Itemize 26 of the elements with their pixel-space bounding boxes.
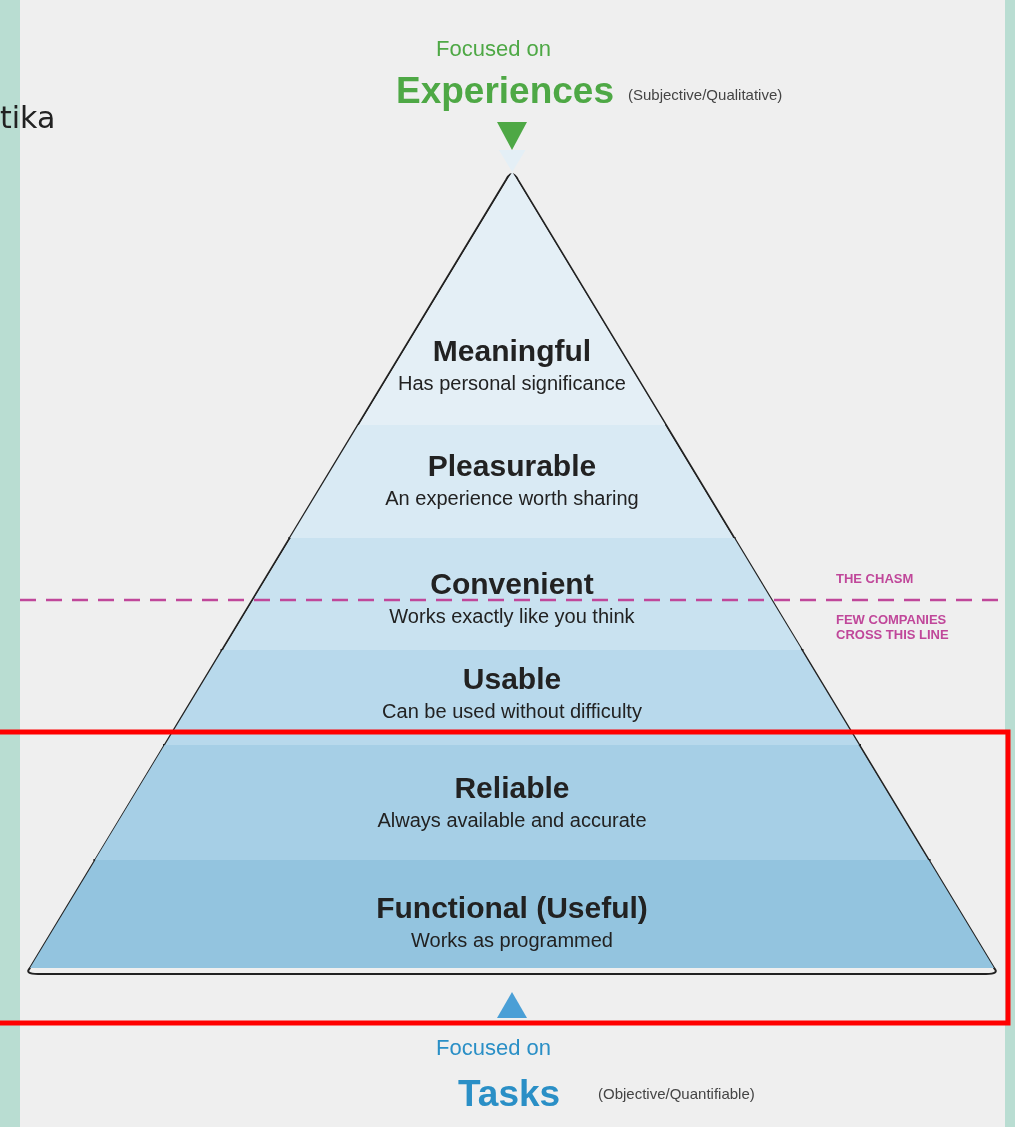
level-title: Usable <box>462 662 562 696</box>
caption-text: Focused on <box>436 36 551 62</box>
caption-text: tika <box>0 100 56 135</box>
level-description: Works exactly like you think <box>389 605 635 628</box>
pyramid-level <box>30 860 994 968</box>
level-description: Has personal significance <box>398 372 626 395</box>
level-description: Can be used without difficulty <box>382 700 642 723</box>
caption-text: (Subjective/Qualitative) <box>628 86 783 103</box>
pyramid-level <box>222 538 802 650</box>
level-description: Works as programmed <box>411 929 613 952</box>
heading-text: Experiences <box>396 70 615 112</box>
level-title: Functional (Useful) <box>376 891 648 925</box>
level-title: Pleasurable <box>427 449 597 483</box>
annotation-text: THE CHASM <box>836 571 914 586</box>
level-description: Always available and accurate <box>377 809 647 832</box>
level-title: Meaningful <box>432 334 592 368</box>
level-title: Reliable <box>454 771 570 805</box>
annotation-text: FEW COMPANIES CROSS THIS LINE <box>836 612 950 642</box>
level-description: An experience worth sharing <box>385 487 639 510</box>
pyramid-level <box>95 745 929 860</box>
level-title: Convenient <box>430 567 594 601</box>
pyramid-level <box>358 150 666 425</box>
pyramid-level <box>290 425 734 538</box>
caption-text: Focused on <box>436 1035 551 1061</box>
caption-text: (Objective/Quantifiable) <box>598 1085 755 1102</box>
heading-text: Tasks <box>458 1073 561 1115</box>
